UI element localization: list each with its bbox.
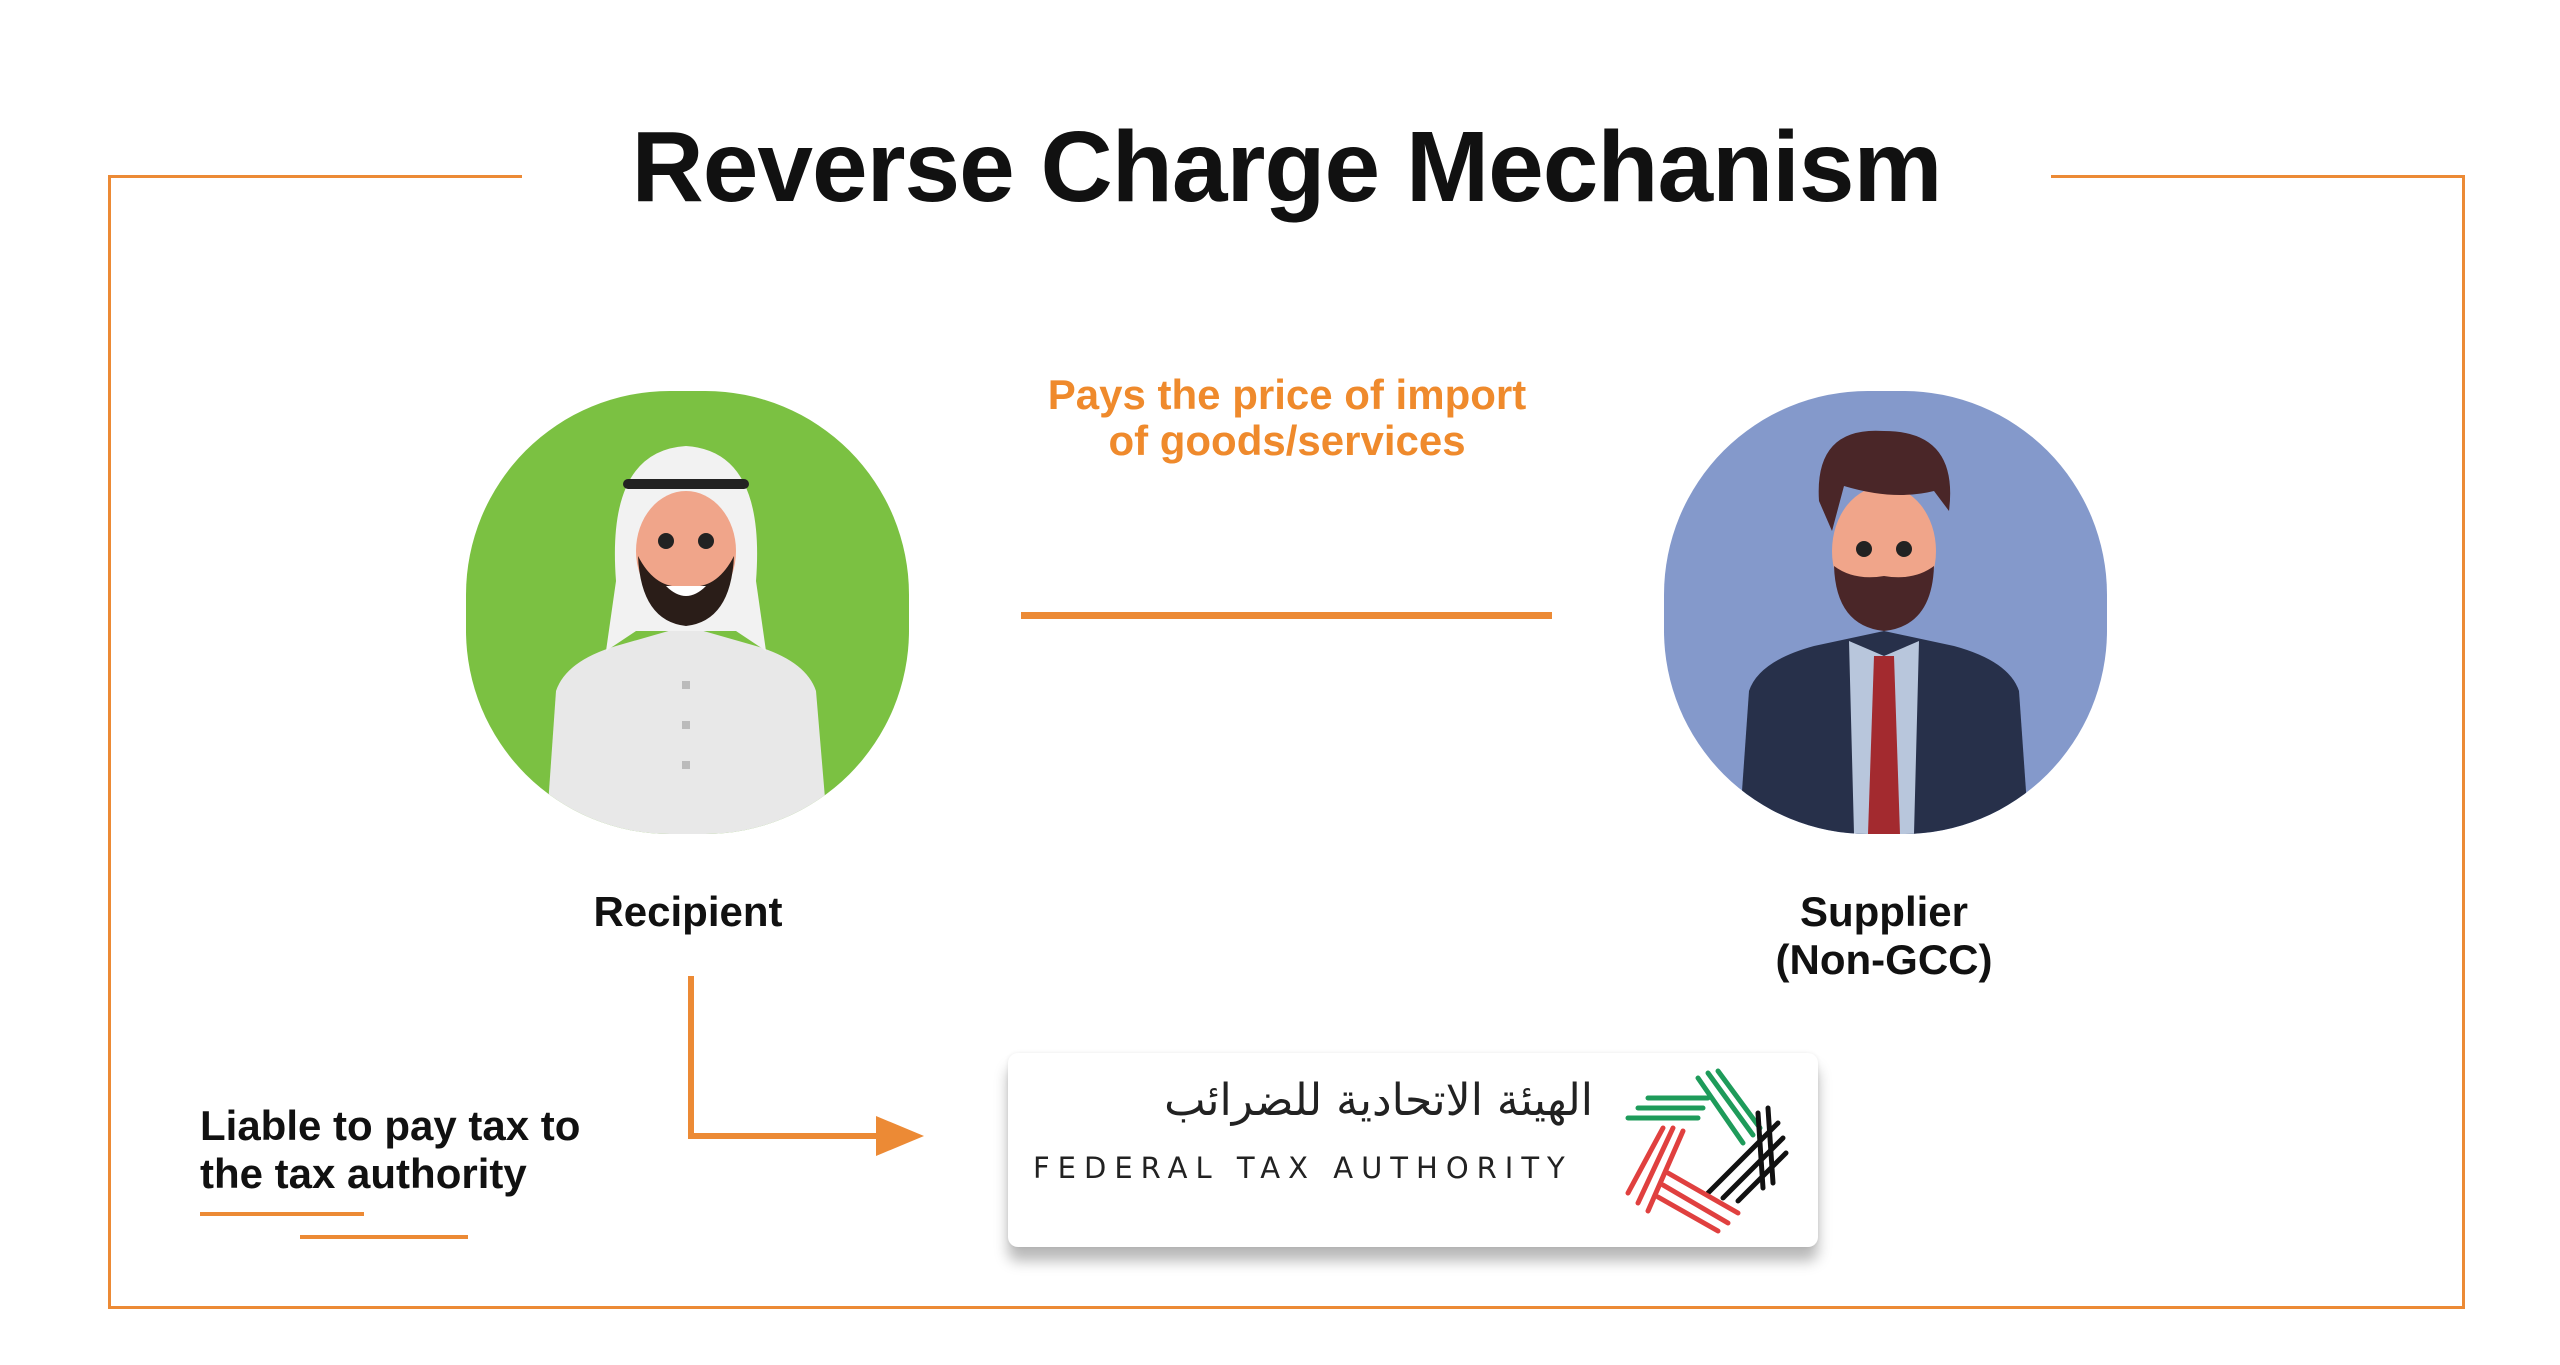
supplier-label-line-1: Supplier — [1799, 888, 1969, 935]
recipient-label: Recipient — [593, 888, 783, 935]
recipient-avatar — [466, 391, 909, 834]
payment-connector-line — [1021, 612, 1552, 619]
frame-top-left — [108, 175, 522, 178]
liability-note-line-1: Liable to pay tax to — [200, 1102, 581, 1149]
supplier-label-line-2: (Non-GCC) — [1775, 936, 1993, 983]
tax-liability-arrow — [688, 976, 924, 1156]
logo-arabic-text: الهيئة الاتحادية للضرائب — [1164, 1075, 1593, 1126]
federal-tax-authority-logo: الهيئة الاتحادية للضرائب FEDERAL TAX AUT… — [1008, 1053, 1818, 1247]
flow-label: Pays the price of import of goods/servic… — [950, 372, 1624, 464]
frame-right — [2462, 175, 2465, 1309]
frame-bottom — [108, 1306, 2465, 1309]
logo-english-text: FEDERAL TAX AUTHORITY — [1033, 1151, 1573, 1185]
supplier-avatar — [1664, 391, 2107, 834]
frame-left — [108, 175, 111, 1309]
page-title: Reverse Charge Mechanism — [631, 111, 1943, 223]
frame-top-right — [2051, 175, 2465, 178]
flow-label-line-1: Pays the price of import — [1047, 371, 1527, 418]
liability-note: Liable to pay tax to the tax authority — [200, 1102, 580, 1198]
underline-decoration-1 — [200, 1212, 364, 1216]
fta-emblem-icon — [1625, 1068, 1789, 1234]
underline-decoration-2 — [300, 1235, 468, 1239]
supplier-label: Supplier (Non-GCC) — [1734, 888, 2034, 984]
liability-note-line-2: the tax authority — [200, 1150, 527, 1197]
arrowhead-icon — [876, 1116, 924, 1156]
flow-label-line-2: of goods/services — [1108, 417, 1466, 464]
arab-man-illustration — [546, 446, 828, 834]
businessman-illustration — [1739, 430, 2029, 834]
